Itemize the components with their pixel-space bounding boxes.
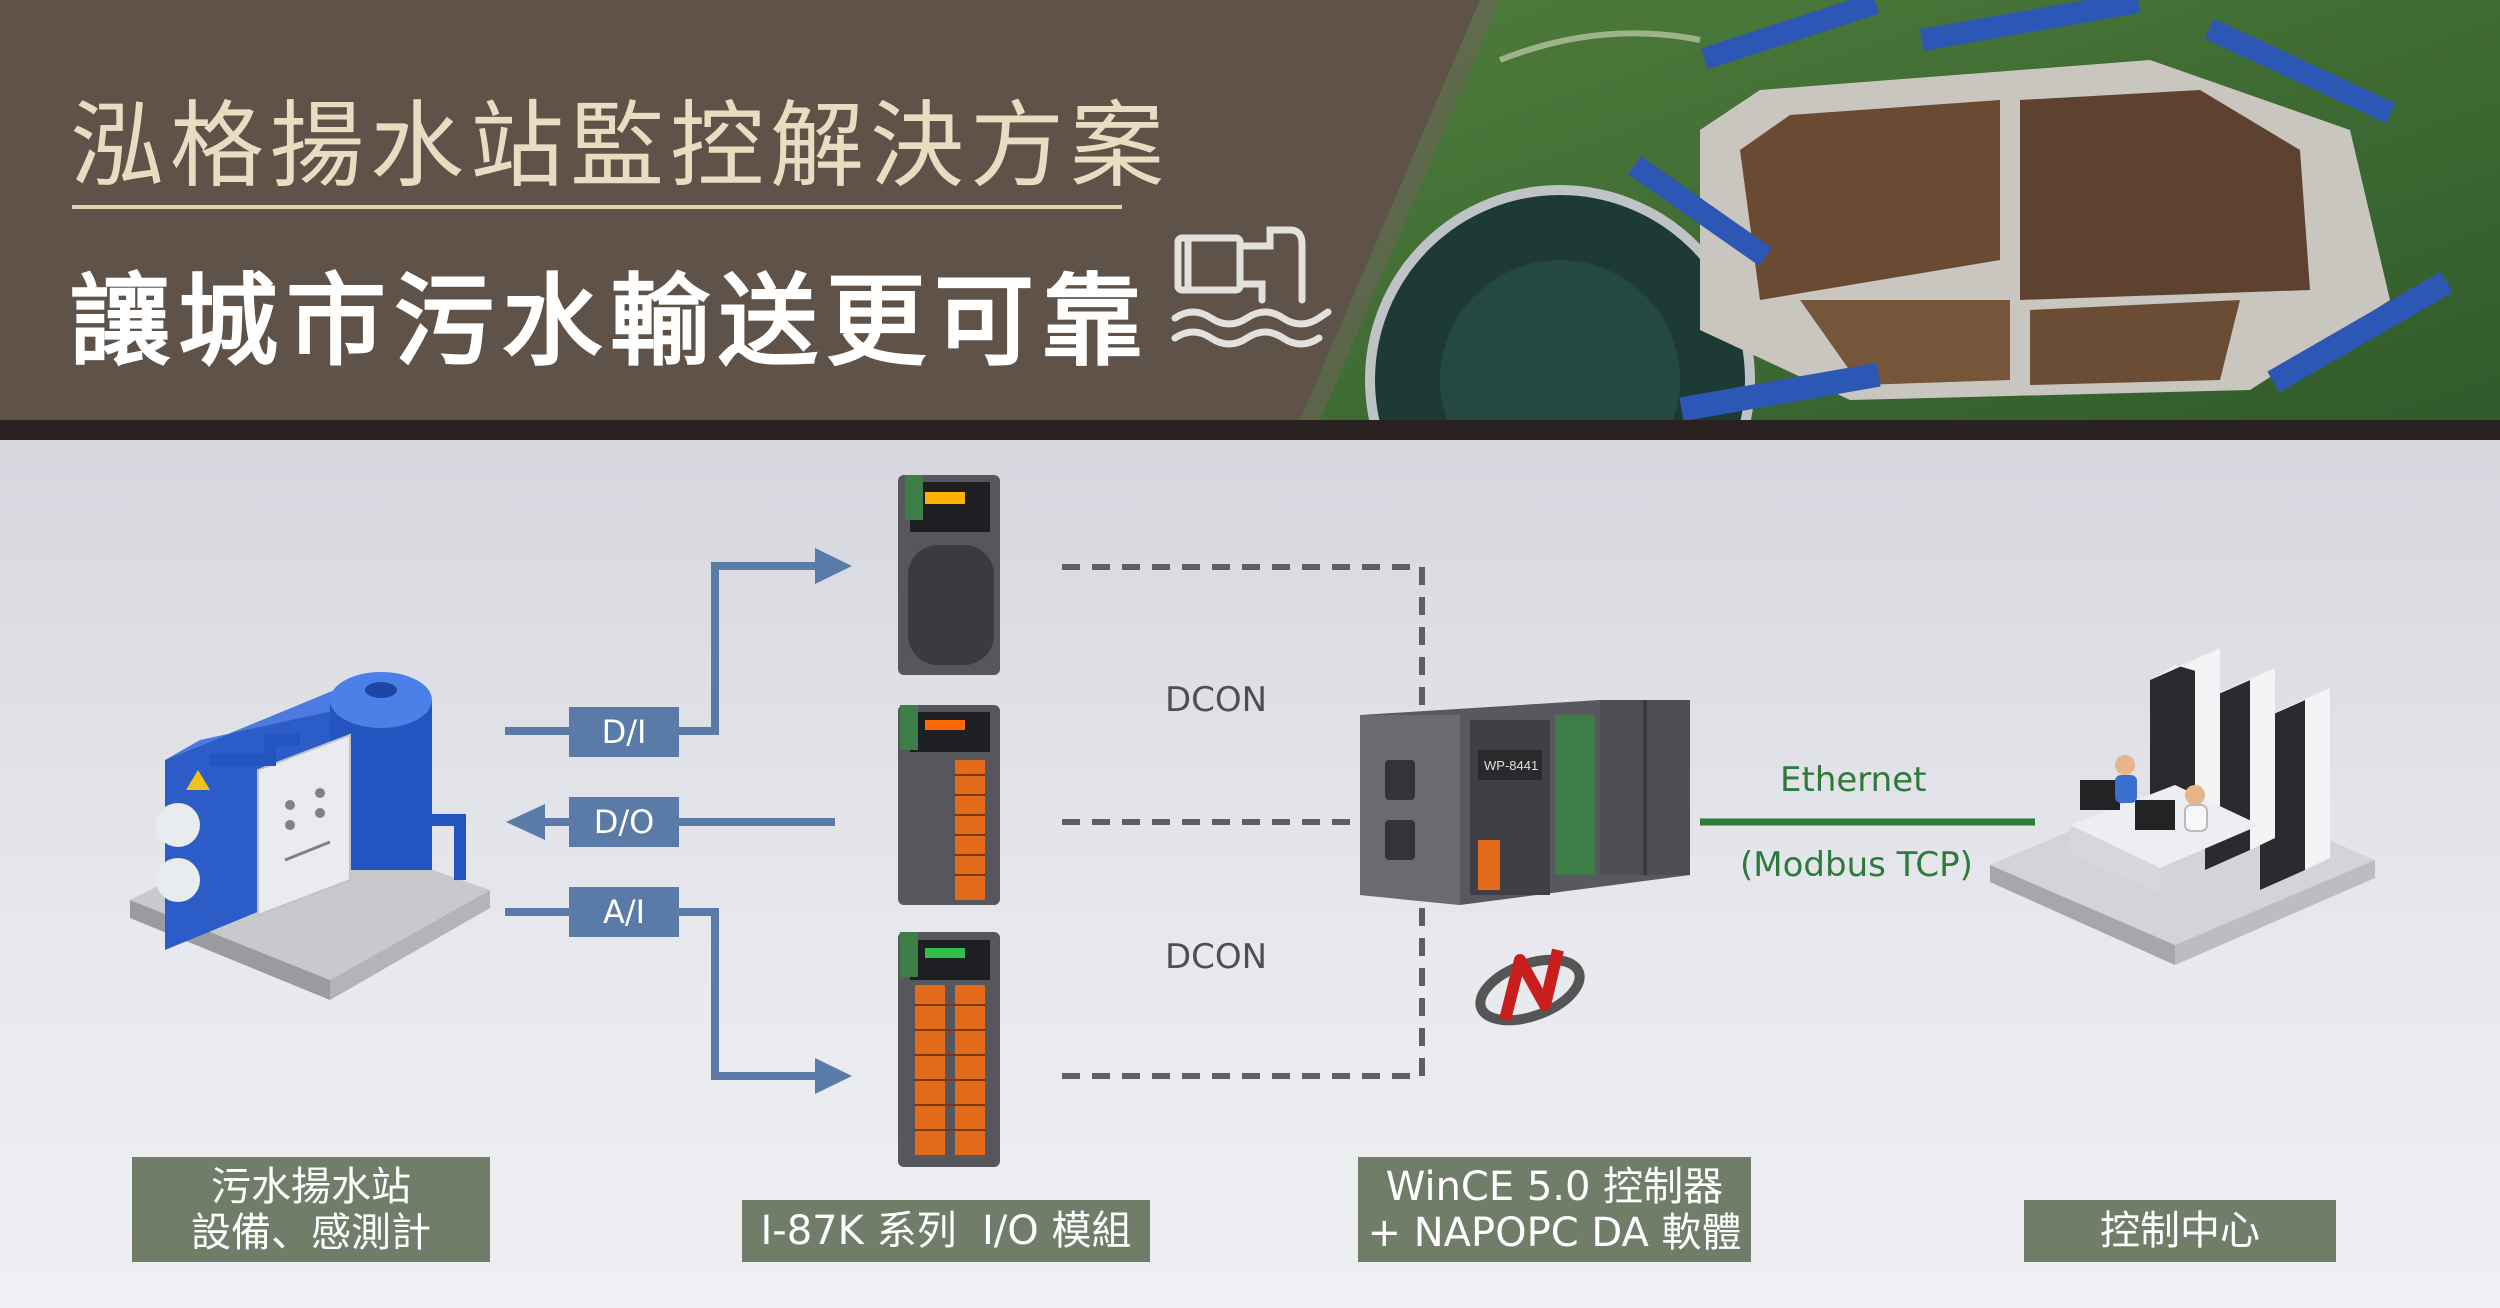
pipe-outflow-icon <box>1171 226 1332 348</box>
wince-controller: WP-8441 <box>1360 700 1690 905</box>
io-module-ai <box>898 932 1000 1167</box>
caption-controller: WinCE 5.0 控制器 + NAPOPC DA 軟體 <box>1358 1157 1751 1262</box>
title-divider <box>72 205 1122 209</box>
pump-station-equipment <box>130 672 490 1000</box>
header-graphics <box>0 0 2500 440</box>
header-panel <box>0 0 1480 420</box>
caption-io-modules-text: I-87K 系列 I/O 模組 <box>760 1208 1132 1254</box>
controller-model-label: WP-8441 <box>1484 758 1538 773</box>
ai-arrowhead <box>815 1058 852 1094</box>
system-diagram: WP-8441 <box>0 440 2500 1308</box>
io-module-di <box>898 475 1000 675</box>
caption-pump-station: 污水揚水站 設備、感測計 <box>132 1157 490 1262</box>
io-module-do <box>898 705 1000 905</box>
dcon-label-bottom: DCON <box>1165 937 1268 977</box>
diagram-graphics: WP-8441 <box>130 475 2375 1167</box>
page-subtitle: 讓城市污水輸送更可靠 <box>70 263 1150 380</box>
ethernet-label: Ethernet <box>1780 760 1927 800</box>
ai-signal-label: A/I <box>569 887 679 937</box>
wastewater-plant-photo <box>1250 0 2500 440</box>
caption-control-center-text: 控制中心 <box>2100 1208 2260 1254</box>
napopc-logo <box>1475 948 1585 1026</box>
caption-controller-line2: + NAPOPC DA 軟體 <box>1367 1209 1742 1256</box>
caption-pump-station-line1: 污水揚水站 <box>211 1163 411 1210</box>
caption-pump-station-line2: 設備、感測計 <box>191 1209 431 1256</box>
do-arrowhead <box>506 804 545 840</box>
caption-control-center: 控制中心 <box>2024 1200 2336 1262</box>
dcon-label-top: DCON <box>1165 680 1268 720</box>
page-title: 泓格揚水站監控解決方案 <box>70 92 1171 201</box>
header-banner: 泓格揚水站監控解決方案 讓城市污水輸送更可靠 <box>0 0 2500 440</box>
caption-io-modules: I-87K 系列 I/O 模組 <box>742 1200 1150 1262</box>
do-signal-label: D/O <box>569 797 679 847</box>
di-signal-label: D/I <box>569 707 679 757</box>
modbus-tcp-label: (Modbus TCP) <box>1740 845 1973 885</box>
caption-controller-line1: WinCE 5.0 控制器 <box>1385 1163 1724 1210</box>
control-center-illustration <box>1990 648 2375 965</box>
di-arrowhead <box>815 548 852 584</box>
dcon-dashed-lines <box>1062 564 1425 1079</box>
